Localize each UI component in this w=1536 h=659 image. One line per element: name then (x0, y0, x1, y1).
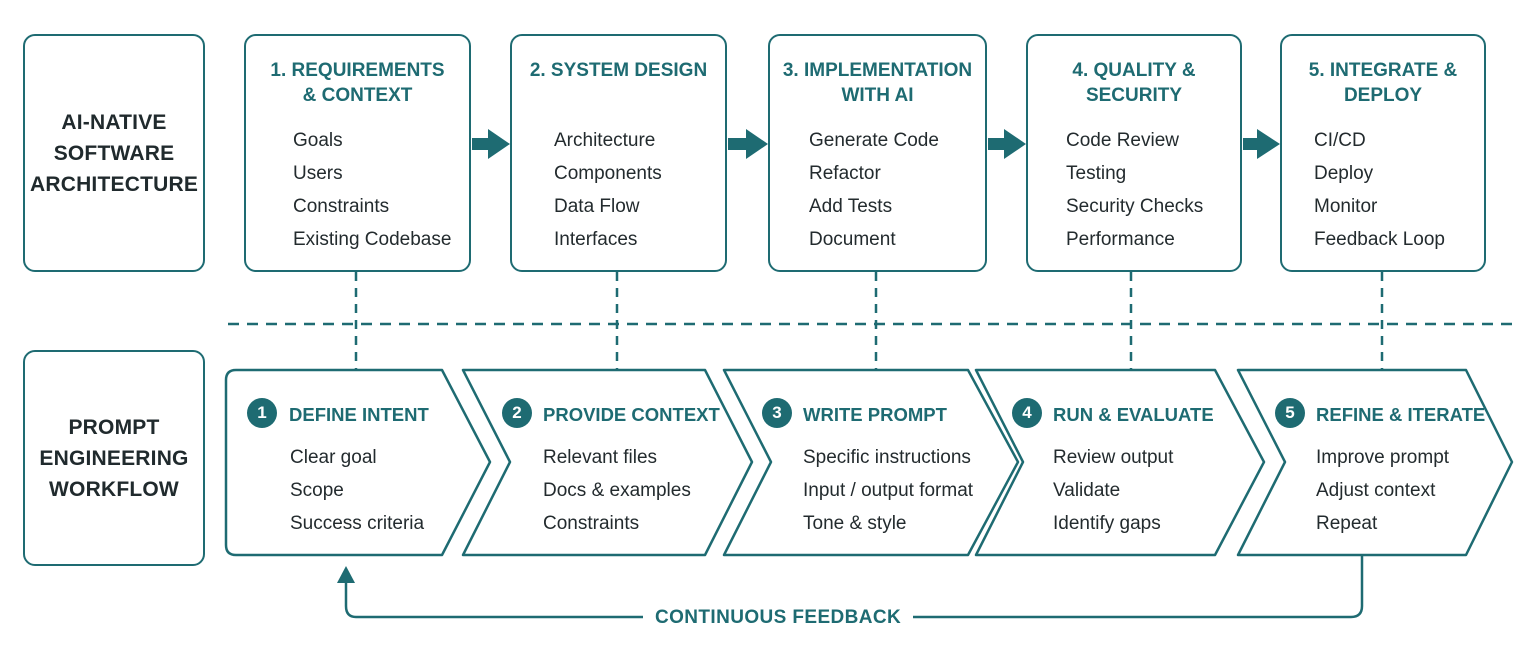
step-item: Scope (290, 480, 344, 501)
step-item: Relevant files (543, 447, 658, 468)
step-item: Tone & style (803, 513, 907, 534)
step-number-badge: 4 (1012, 398, 1042, 428)
stage-item: Existing Codebase (293, 229, 452, 250)
stage-arrow-4 (1243, 129, 1280, 159)
stage-item: Components (554, 163, 662, 184)
step-number-badge: 2 (502, 398, 532, 428)
chevron-5 (1236, 368, 1514, 557)
stage-item: Interfaces (554, 229, 638, 250)
stage-implementation: 3. IMPLEMENTATION WITH AI Generate Code … (768, 34, 987, 272)
stage-item: Testing (1066, 163, 1127, 184)
step-item: Clear goal (290, 447, 377, 468)
stage-title: 4. QUALITY & SECURITY (1072, 60, 1196, 106)
chevron-1 (224, 368, 492, 557)
stage-item: Goals (293, 130, 343, 151)
stage-arrow-3 (988, 129, 1026, 159)
step-items: Clear goal Scope Success criteria (290, 441, 424, 540)
stage-title: 3. IMPLEMENTATION WITH AI (782, 60, 973, 106)
architecture-row-label: AI-NATIVE SOFTWARE ARCHITECTURE (23, 34, 205, 272)
step-item: Improve prompt (1316, 447, 1450, 468)
stage-item: Users (293, 163, 343, 184)
stage-item: Architecture (554, 130, 656, 151)
stage-item: Code Review (1066, 130, 1179, 151)
step-title: WRITE PROMPT (803, 404, 947, 425)
stage-item: Refactor (809, 163, 881, 184)
workflow-row-label: PROMPT ENGINEERING WORKFLOW (23, 350, 205, 566)
step-items: Review output Validate Identify gaps (1053, 441, 1173, 540)
stage-items: Code Review Testing Security Checks Perf… (1066, 124, 1203, 256)
step-item: Identify gaps (1053, 513, 1161, 534)
stage-item: Performance (1066, 229, 1175, 250)
step-item: Repeat (1316, 513, 1378, 534)
stage-requirements: 1. REQUIREMENTS & CONTEXT Goals Users Co… (244, 34, 471, 272)
stage-title: 1. REQUIREMENTS & CONTEXT (270, 60, 445, 106)
chevron-4 (974, 368, 1266, 557)
stage-item: Monitor (1314, 196, 1378, 217)
step-number-badge: 3 (762, 398, 792, 428)
stage-items: Architecture Components Data Flow Interf… (554, 124, 662, 256)
step-number-badge: 5 (1275, 398, 1305, 428)
stage-title: 5. INTEGRATE & DEPLOY (1308, 60, 1458, 106)
stage-item: CI/CD (1314, 130, 1366, 151)
stage-system-design: 2. SYSTEM DESIGN Architecture Components… (510, 34, 727, 272)
step-title: RUN & EVALUATE (1053, 404, 1214, 425)
stage-item: Add Tests (809, 196, 893, 217)
step-title: DEFINE INTENT (289, 404, 429, 425)
stage-items: Goals Users Constraints Existing Codebas… (293, 124, 451, 256)
step-item: Review output (1053, 447, 1174, 468)
stage-item: Security Checks (1066, 196, 1204, 217)
step-item: Constraints (543, 513, 640, 534)
stage-arrow-2 (728, 129, 768, 159)
step-item: Input / output format (803, 480, 974, 501)
architecture-row-label-text: AI-NATIVE SOFTWARE ARCHITECTURE (29, 110, 199, 196)
stage-item: Generate Code (809, 130, 939, 151)
step-items: Improve prompt Adjust context Repeat (1316, 441, 1449, 540)
step-number-badge: 1 (247, 398, 277, 428)
step-items: Relevant files Docs & examples Constrain… (543, 441, 691, 540)
step-item: Success criteria (290, 513, 425, 534)
continuous-feedback-label: CONTINUOUS FEEDBACK (643, 606, 914, 630)
chevron-3 (722, 368, 1020, 557)
stage-item: Feedback Loop (1314, 229, 1445, 250)
stage-item: Data Flow (554, 196, 640, 217)
workflow-row-label-text: PROMPT ENGINEERING WORKFLOW (39, 415, 189, 501)
step-item: Validate (1053, 480, 1121, 501)
step-item: Adjust context (1316, 480, 1436, 501)
step-item: Docs & examples (543, 480, 691, 501)
chevron-2 (461, 368, 754, 557)
stage-item: Deploy (1314, 163, 1374, 184)
stage-integrate-deploy: 5. INTEGRATE & DEPLOY CI/CD Deploy Monit… (1280, 34, 1486, 272)
stage-item: Document (809, 229, 896, 250)
step-title: REFINE & ITERATE (1316, 404, 1486, 425)
step-item: Specific instructions (803, 447, 971, 468)
step-items: Specific instructions Input / output for… (803, 441, 973, 540)
feedback-arrowhead (337, 566, 355, 583)
stage-title: 2. SYSTEM DESIGN (529, 60, 708, 81)
stage-items: Generate Code Refactor Add Tests Documen… (809, 124, 939, 256)
stage-quality-security: 4. QUALITY & SECURITY Code Review Testin… (1026, 34, 1242, 272)
stage-arrow-1 (472, 129, 510, 159)
stage-item: Constraints (293, 196, 390, 217)
stage-items: CI/CD Deploy Monitor Feedback Loop (1314, 124, 1445, 256)
step-title: PROVIDE CONTEXT (543, 404, 720, 425)
